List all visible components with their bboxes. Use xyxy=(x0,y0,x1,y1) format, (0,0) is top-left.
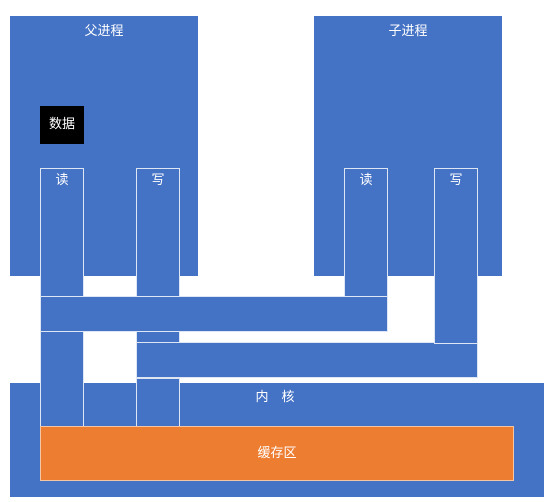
buffer-area: 缓存区 xyxy=(40,426,514,481)
child-process-title: 子进程 xyxy=(388,24,428,39)
pipe-write-vertical-child xyxy=(434,168,478,344)
pipe-read-vertical-child xyxy=(344,168,388,300)
data-block: 数据 xyxy=(40,106,84,144)
pipe-read-horizontal-top xyxy=(40,296,388,332)
pipe-write-vertical-parent-lower xyxy=(136,378,180,428)
parent-process-title: 父进程 xyxy=(84,24,124,39)
parent-read-label: 读 xyxy=(55,173,69,188)
parent-write-label: 写 xyxy=(151,173,165,188)
pipe-write-horizontal xyxy=(136,342,478,378)
kernel-title: 内 核 xyxy=(255,390,295,405)
child-read-label: 读 xyxy=(359,173,373,188)
child-write-label: 写 xyxy=(449,173,463,188)
